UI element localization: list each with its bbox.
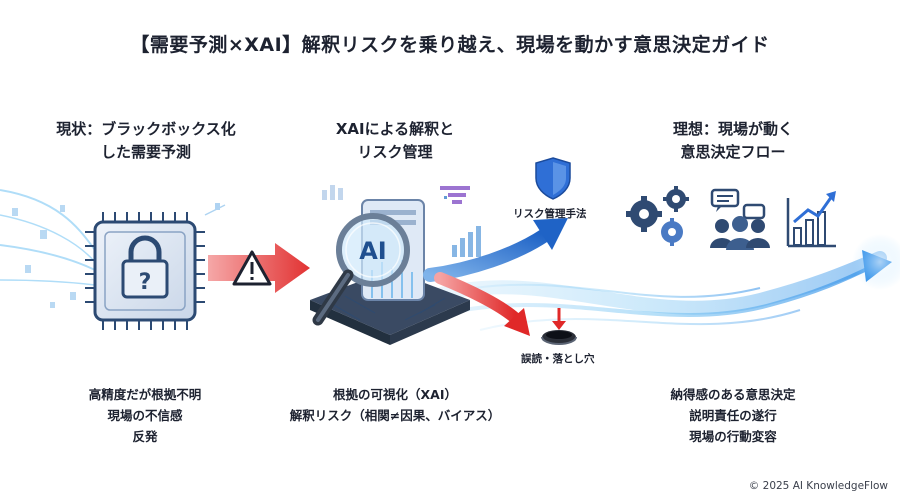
xai-heading: XAIによる解釈と リスク管理	[265, 118, 525, 164]
ideal-state-heading: 理想：現場が動く 意思決定フロー	[603, 118, 863, 164]
pitfall-icon	[541, 308, 577, 345]
risk-management-label: リスク管理手法	[513, 208, 587, 220]
current-state-heading: 現状：ブラックボックス化 した需要予測	[16, 118, 276, 164]
footer-line: 根拠の可視化（XAI）	[333, 387, 457, 402]
footer-line: 納得感のある意思決定	[670, 387, 796, 402]
svg-text:?: ?	[139, 270, 152, 295]
chip-right-stream	[204, 203, 226, 216]
copyright: © 2025 AI KnowledgeFlow	[748, 480, 888, 492]
page-title: 【需要予測×XAI】解釈リスクを乗り越え、現場を動かす意思決定ガイド	[130, 34, 770, 56]
red-branch-arrow	[434, 272, 530, 336]
locked-chip-icon: ?	[85, 212, 205, 330]
footer-line: 現場の行動変容	[689, 429, 777, 444]
footer-line: 現場の不信感	[107, 408, 183, 423]
footer-line: 解釈リスク（相関≠因果、バイアス）	[289, 408, 501, 423]
footer-line: 説明責任の遂行	[689, 408, 777, 423]
pitfall-label: 誤読・落とし穴	[521, 353, 595, 365]
gears-icon	[626, 186, 689, 246]
team-discussion-icon	[710, 188, 770, 250]
chart-icon	[322, 185, 481, 257]
heading-line: XAIによる解釈と	[335, 120, 455, 138]
footer-line: 高精度だが根拠不明	[88, 387, 202, 402]
heading-line: 意思決定フロー	[680, 143, 786, 161]
heading-line: リスク管理	[357, 143, 433, 161]
ideal-state-footer: 納得感のある意思決定 説明責任の遂行 現場の行動変容	[583, 384, 883, 447]
growth-chart-icon	[786, 191, 836, 248]
heading-line: 理想：現場が動く	[672, 120, 793, 138]
xai-footer: 根拠の可視化（XAI） 解釈リスク（相関≠因果、バイアス）	[245, 384, 545, 426]
warning-arrow	[208, 243, 310, 293]
ai-magnifier-icon: AI	[310, 199, 470, 345]
heading-line: 現状：ブラックボックス化	[56, 120, 236, 138]
current-state-footer: 高精度だが根拠不明 現場の不信感 反発	[0, 384, 295, 447]
blue-branch-arrow	[423, 218, 568, 282]
left-data-stream	[0, 189, 96, 308]
right-flow-swoosh	[413, 234, 900, 331]
shield-icon	[535, 157, 571, 200]
heading-line: した需要予測	[100, 143, 191, 161]
svg-text:AI: AI	[359, 237, 387, 265]
footer-line: 反発	[132, 429, 158, 444]
